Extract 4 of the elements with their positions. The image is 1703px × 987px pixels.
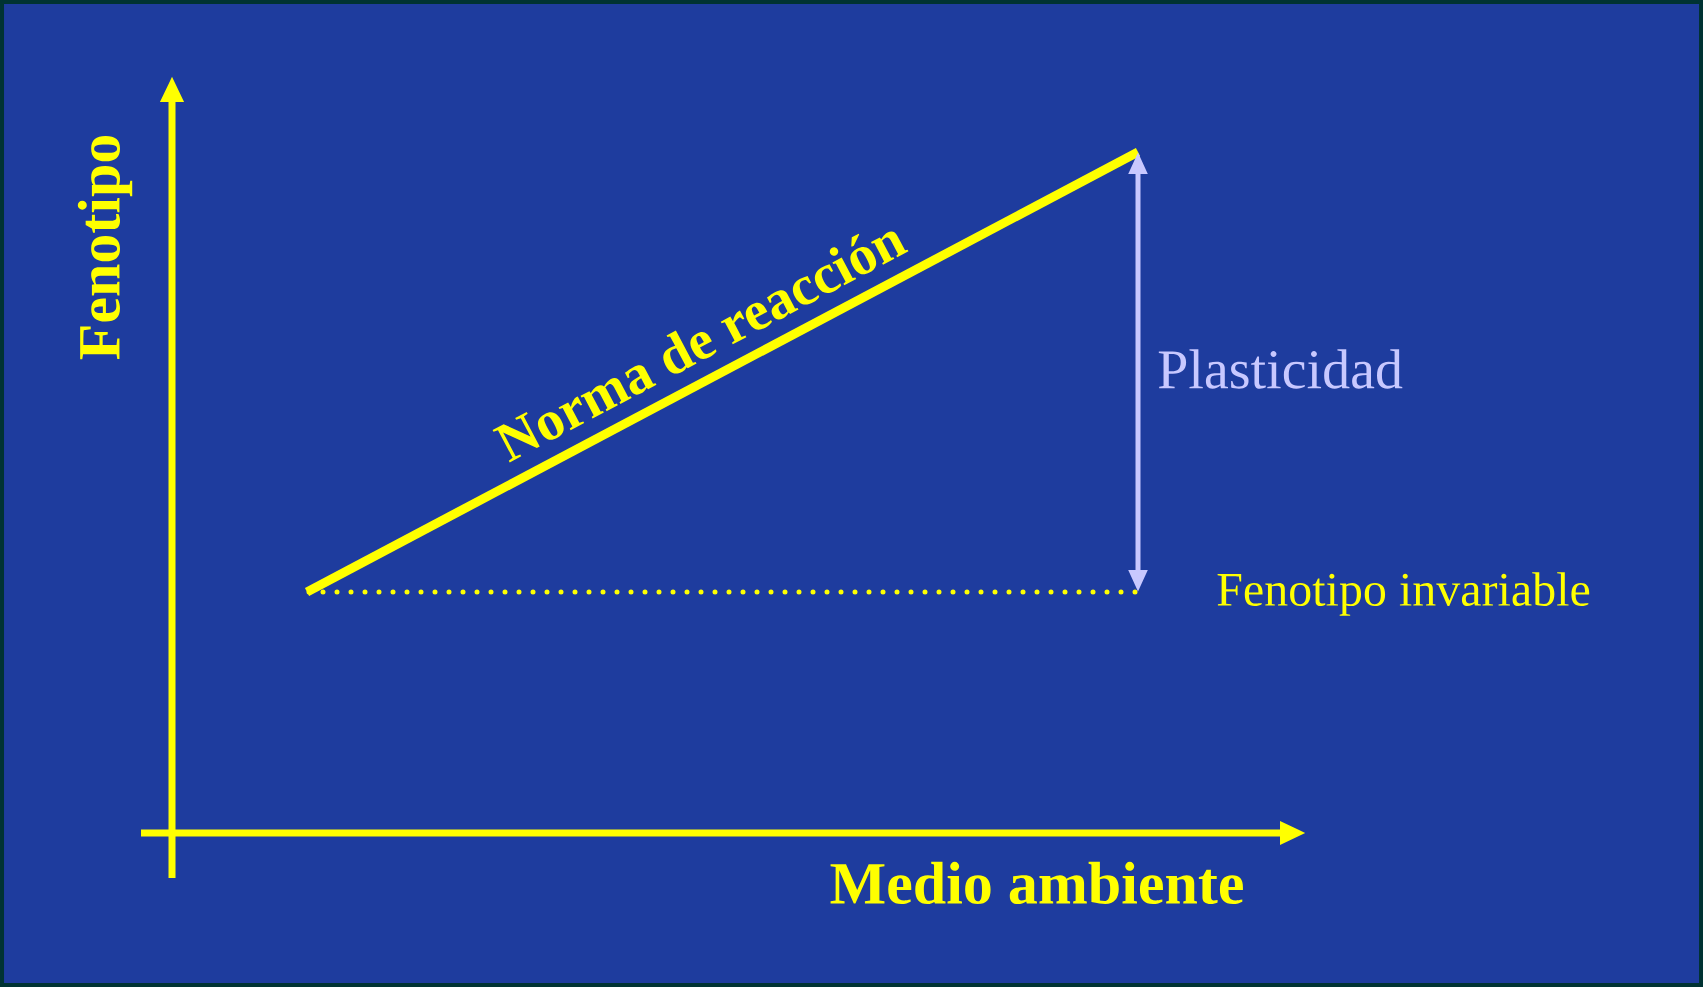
line-label: Fenotipo invariable (1217, 572, 1590, 616)
range-label: Plasticidad (1158, 349, 1403, 389)
axis-label: Fenotipo (77, 135, 133, 360)
axis-label: Medio ambiente (830, 861, 1243, 905)
